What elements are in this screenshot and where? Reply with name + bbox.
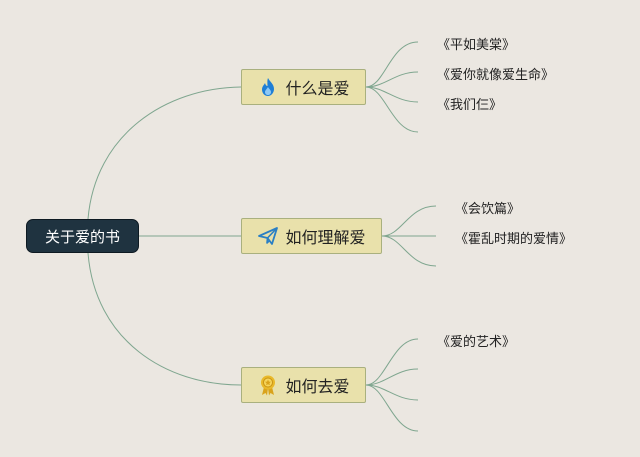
award-medal-icon bbox=[257, 374, 279, 396]
connector-branch-1-leaf-2 bbox=[365, 71, 419, 88]
connector-branch-3-leaf-1 bbox=[365, 338, 419, 386]
root-topic[interactable]: 关于爱的书 bbox=[26, 219, 139, 253]
leaf-book-title[interactable]: 《霍乱时期的爱情》 bbox=[455, 232, 573, 247]
branch-topic-label: 如何去爱 bbox=[285, 377, 350, 396]
connector-branch-2-leaf-3 bbox=[381, 235, 437, 267]
leaf-book-title[interactable]: 《我们仨》 bbox=[437, 98, 503, 113]
branch-topic-what-is-love[interactable]: 什么是爱 bbox=[241, 69, 366, 105]
leaf-book-title[interactable]: 《会饮篇》 bbox=[455, 202, 521, 217]
connector-branch-1-leaf-1 bbox=[365, 41, 419, 88]
connector-branch-2-leaf-1 bbox=[381, 205, 437, 237]
connector-root-to-branch-1 bbox=[87, 86, 242, 220]
paper-plane-icon bbox=[257, 225, 279, 247]
connector-branch-3-leaf-2 bbox=[365, 368, 419, 386]
root-topic-label: 关于爱的书 bbox=[44, 227, 120, 246]
leaf-book-title[interactable]: 《平如美棠》 bbox=[437, 38, 516, 53]
branch-topic-how-to-love[interactable]: 如何去爱 bbox=[241, 367, 366, 403]
connector-branch-3-leaf-4 bbox=[365, 384, 419, 432]
connector-root-to-branch-3 bbox=[87, 252, 242, 386]
branch-topic-label: 如何理解爱 bbox=[285, 228, 366, 247]
branch-topic-label: 什么是爱 bbox=[285, 79, 350, 98]
branch-topic-understanding-love[interactable]: 如何理解爱 bbox=[241, 218, 382, 254]
connector-branch-1-leaf-4 bbox=[365, 86, 419, 133]
leaf-book-title[interactable]: 《爱你就像爱生命》 bbox=[437, 68, 555, 83]
flame-icon bbox=[257, 76, 279, 98]
leaf-book-title[interactable]: 《爱的艺术》 bbox=[437, 335, 516, 350]
